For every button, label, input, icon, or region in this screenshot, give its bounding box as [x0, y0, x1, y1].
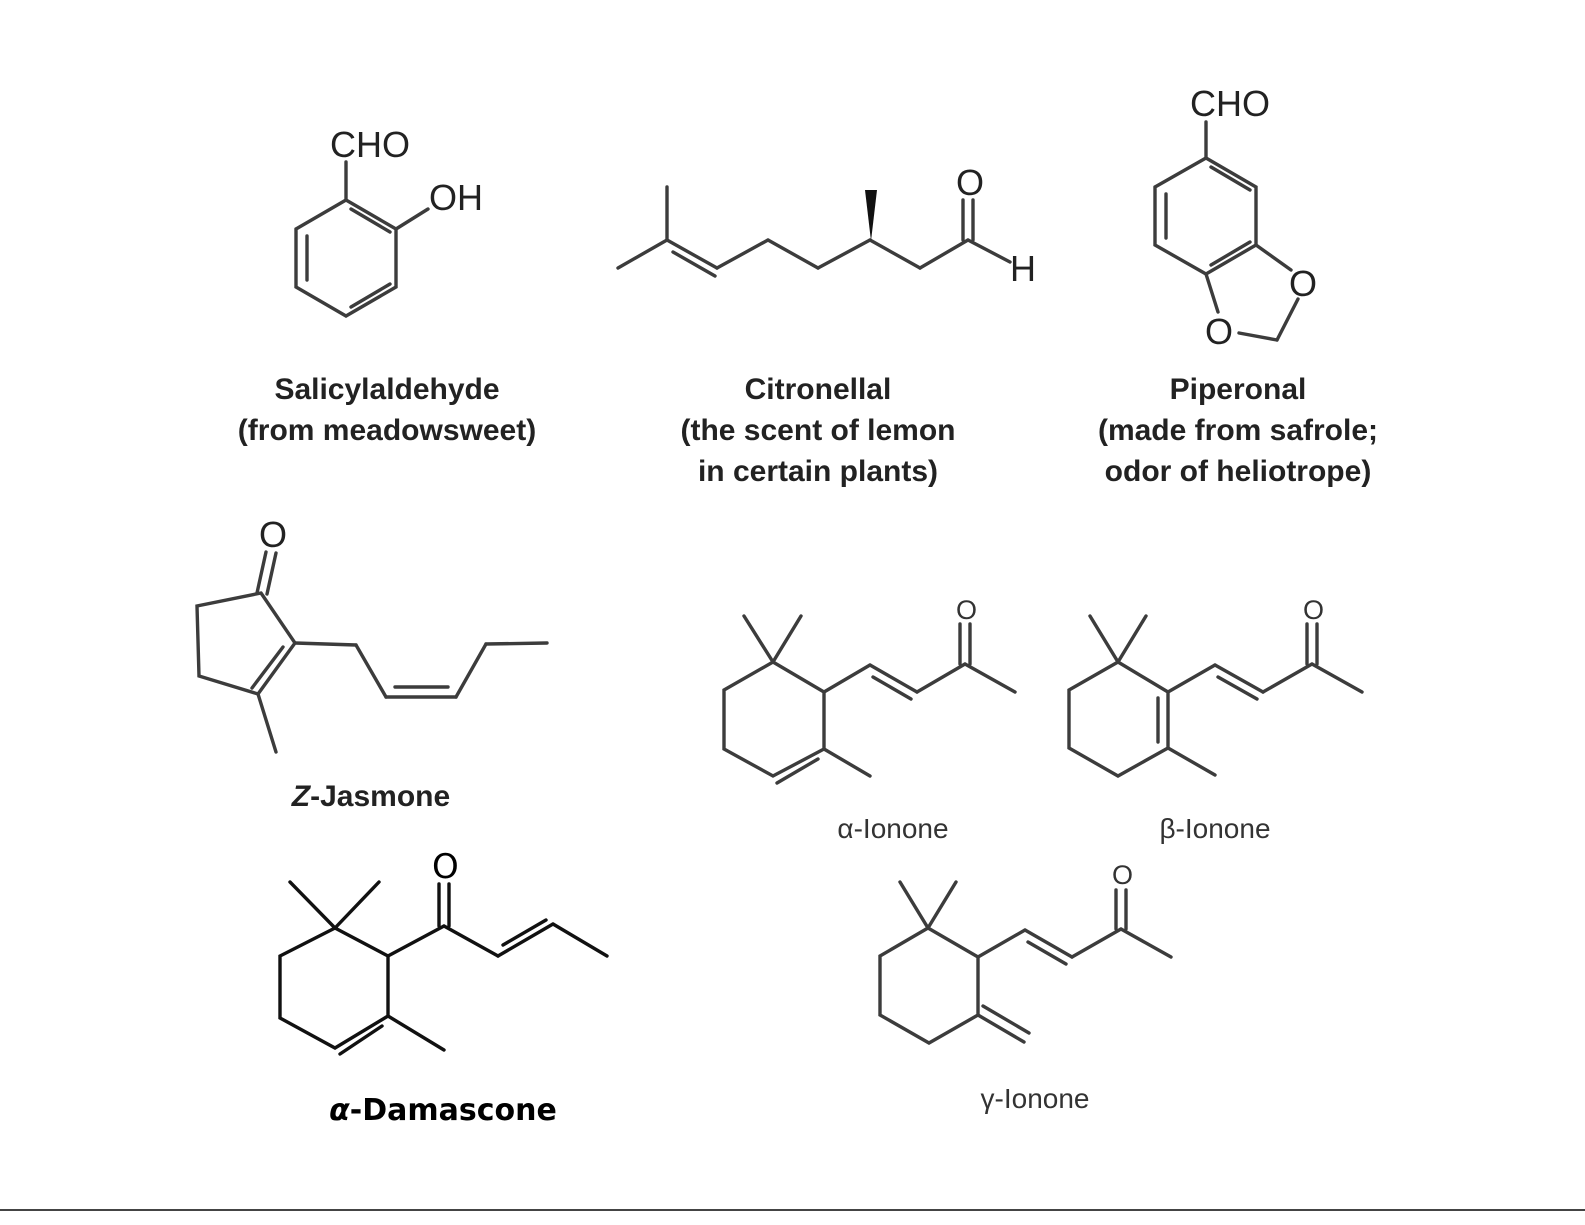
alpha-damascone-prefix: α — [329, 1093, 350, 1128]
piperonal-desc-2: odor of heliotrope) — [1105, 455, 1372, 488]
gamma-ionone-caption: γ-Ionone — [981, 1083, 1090, 1114]
salicylaldehyde-name: Salicylaldehyde — [274, 373, 499, 406]
beta-ionone-bonds — [1069, 616, 1362, 776]
piperonal-bonds — [1155, 122, 1298, 340]
piperonal-o1-label: O — [1289, 263, 1317, 304]
salicylaldehyde-caption: Salicylaldehyde (from meadowsweet) — [238, 373, 536, 447]
beta-ionone-o-label: O — [1303, 595, 1324, 625]
citronellal-desc-2: in certain plants) — [698, 455, 938, 488]
beta-ionone-caption: β-Ionone — [1159, 813, 1270, 844]
z-jasmone-o-label: O — [259, 514, 287, 555]
citronellal-name: Citronellal — [745, 373, 892, 406]
z-jasmone-rest: -Jasmone — [310, 780, 450, 813]
alpha-ionone-caption: α-Ionone — [837, 813, 948, 844]
alpha-damascone-o-label: O — [432, 847, 459, 887]
gamma-ionone-structure: O — [880, 860, 1171, 1043]
salicylaldehyde-structure: CHO OH — [296, 124, 483, 316]
salicylaldehyde-cho-label: CHO — [330, 124, 410, 165]
z-jasmone-structure: O — [197, 514, 547, 752]
alpha-damascone-bonds — [280, 882, 607, 1054]
gamma-ionone-o-label: O — [1112, 860, 1133, 890]
piperonal-name: Piperonal — [1170, 373, 1307, 406]
citronellal-o-label: O — [956, 162, 984, 203]
alpha-damascone-rest: -Damascone — [350, 1093, 557, 1128]
alpha-damascone-structure: O — [280, 847, 607, 1054]
piperonal-o2-label: O — [1205, 311, 1233, 352]
salicylaldehyde-oh-label: OH — [429, 177, 483, 218]
alpha-ionone-bonds — [724, 616, 1015, 783]
alpha-damascone-caption: α-Damascone — [329, 1093, 557, 1128]
citronellal-caption: Citronellal (the scent of lemon in certa… — [680, 373, 955, 488]
citronellal-structure: O H — [618, 162, 1036, 289]
piperonal-cho-label: CHO — [1190, 83, 1270, 124]
z-jasmone-caption: Z-Jasmone — [291, 780, 450, 813]
citronellal-desc-1: (the scent of lemon — [680, 414, 955, 447]
z-jasmone-prefix: Z — [291, 780, 312, 813]
piperonal-caption: Piperonal (made from safrole; odor of he… — [1098, 373, 1378, 488]
citronellal-bonds — [618, 187, 1010, 276]
piperonal-desc-1: (made from safrole; — [1098, 414, 1378, 447]
piperonal-structure: CHO O O — [1155, 83, 1317, 352]
salicylaldehyde-source: (from meadowsweet) — [238, 414, 536, 447]
citronellal-h-label: H — [1010, 248, 1036, 289]
salicylaldehyde-bonds — [296, 162, 428, 316]
alpha-ionone-structure: O — [724, 595, 1015, 783]
citronellal-wedge — [865, 190, 877, 241]
gamma-ionone-bonds — [880, 882, 1171, 1043]
alpha-ionone-o-label: O — [956, 595, 977, 625]
bottom-divider — [0, 1209, 1585, 1211]
z-jasmone-bonds — [197, 552, 547, 752]
beta-ionone-structure: O — [1069, 595, 1362, 776]
